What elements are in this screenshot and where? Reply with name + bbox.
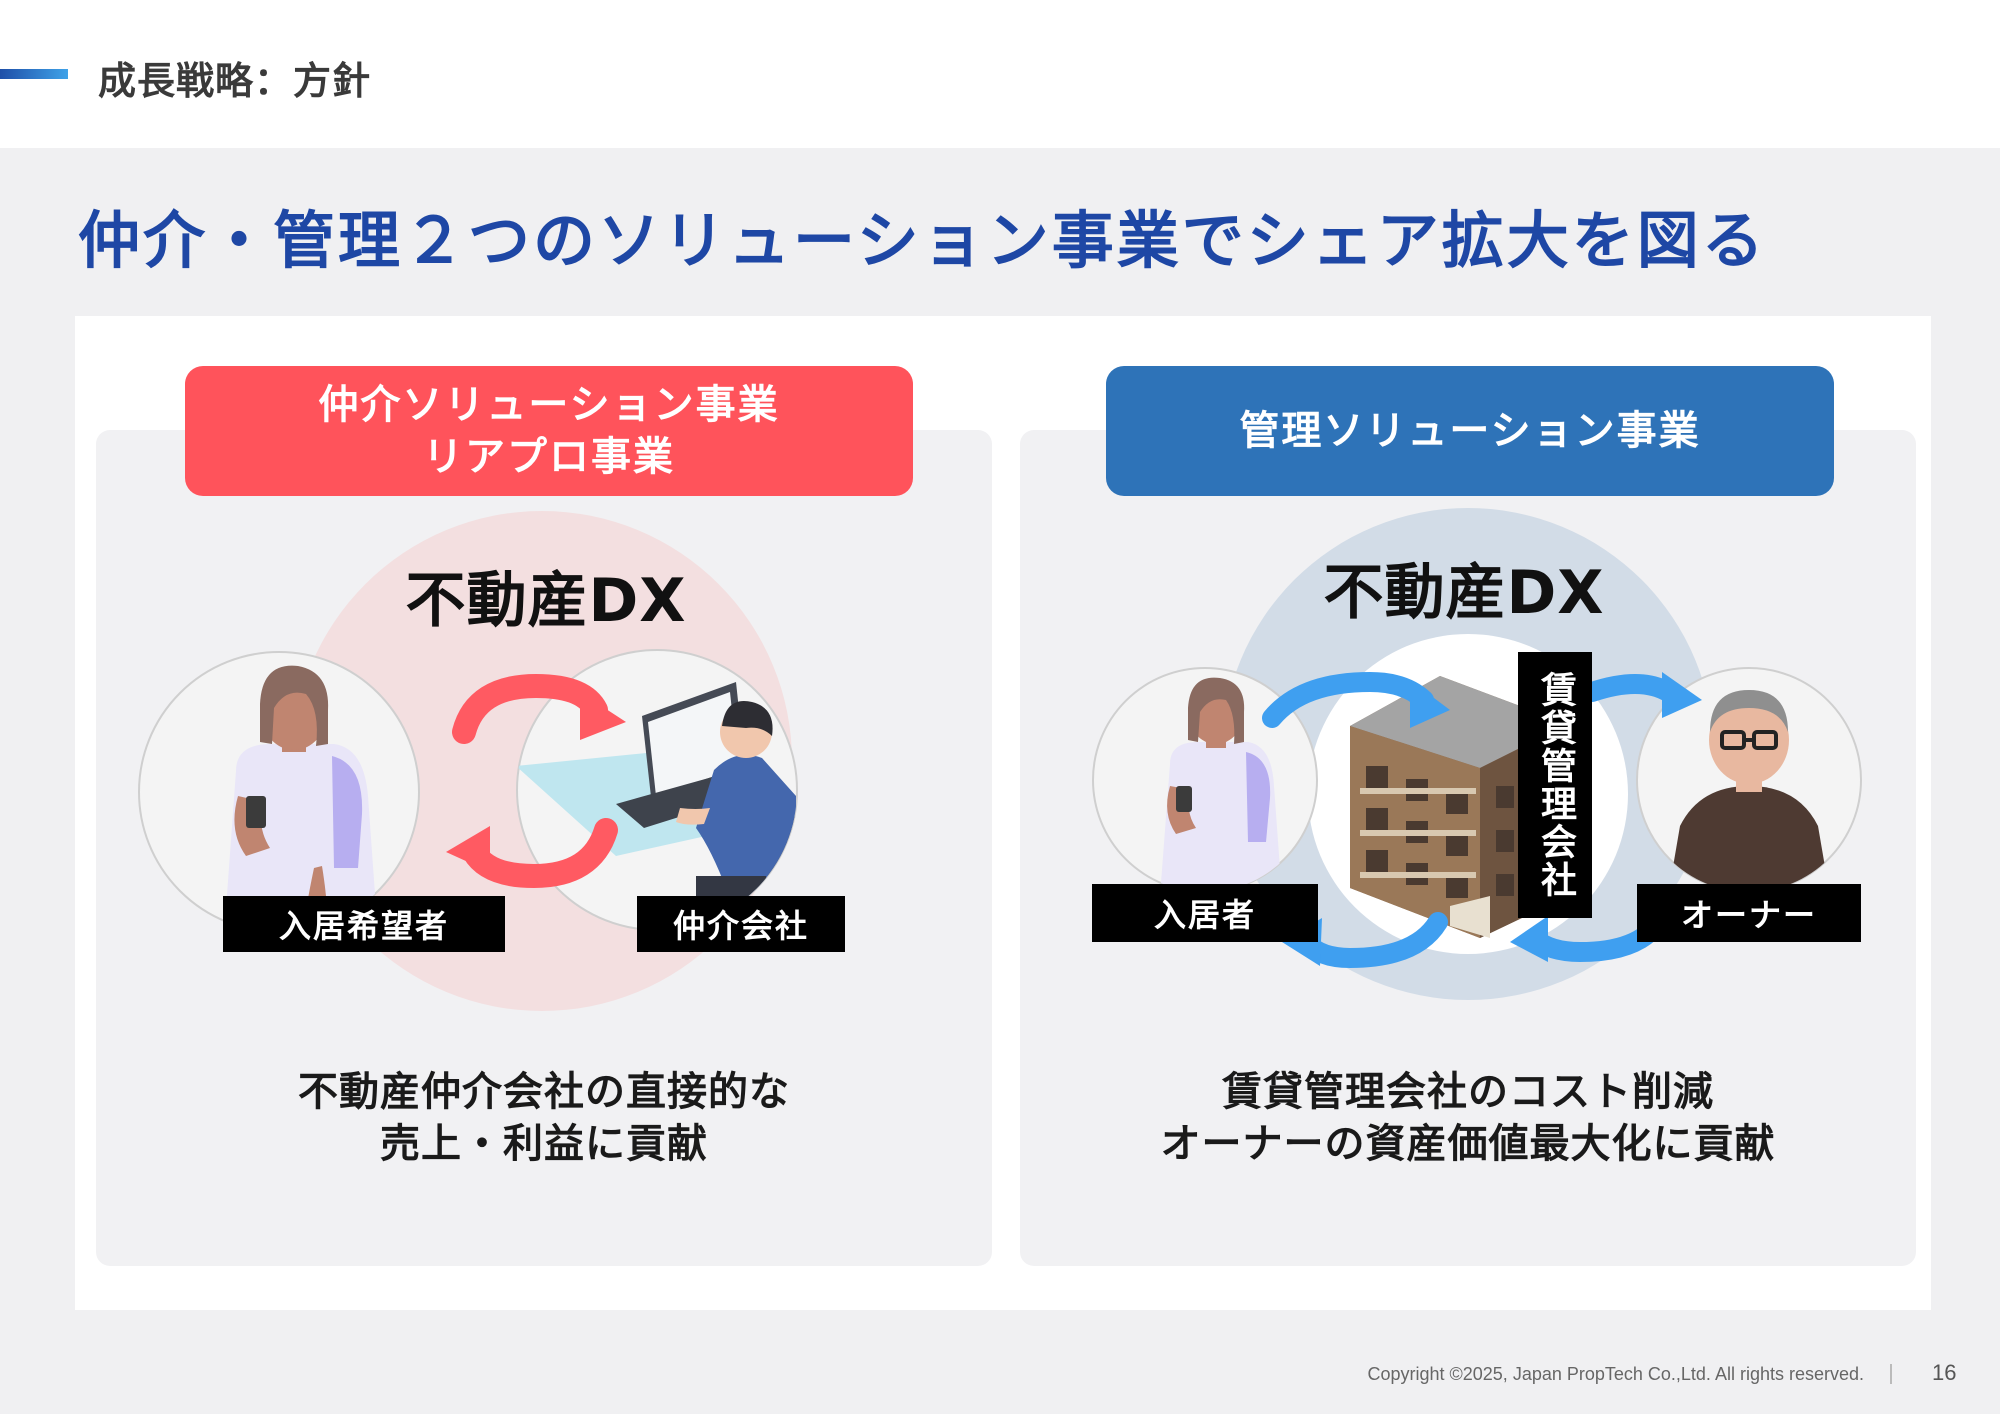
person-at-laptop-icon <box>517 682 797 930</box>
arrow-tenant-to-building <box>1262 671 1434 728</box>
management-dx-diagram: 不動産DX 入居者 オーナー 賃貸管理会社 <box>1020 496 1916 1016</box>
arrow-head-1 <box>1410 680 1450 728</box>
header-accent-stripe <box>0 69 68 79</box>
management-pill-line1: 管理ソリューション事業 <box>1239 408 1701 454</box>
arrow-head-3 <box>1510 916 1548 962</box>
arrow-head-right <box>580 692 626 740</box>
rental-management-company-label: 賃貸管理会社 <box>1518 652 1592 918</box>
arrow-company-to-owner <box>1582 674 1678 702</box>
management-caption-line2: オーナーの資産価値最大化に貢献 <box>1160 1121 1776 1167</box>
page-headline: 仲介・管理２つのソリューション事業でシェア拡大を図る <box>78 204 1767 277</box>
elderly-owner-icon <box>1668 690 1830 892</box>
brokerage-caption: 不動産仲介会社の直接的な 売上・利益に貢献 <box>96 1066 992 1170</box>
brokerage-pill-line1: 仲介ソリューション事業 <box>318 382 780 428</box>
management-caption: 賃貸管理会社のコスト削減 オーナーの資産価値最大化に貢献 <box>1020 1066 1916 1170</box>
apartment-building-icon <box>1350 676 1568 938</box>
tenant-label: 入居者 <box>1092 884 1318 942</box>
arrow-head-left <box>446 826 490 872</box>
footer-separator <box>1890 1364 1892 1384</box>
management-caption-line1: 賃貸管理会社のコスト削減 <box>1222 1069 1714 1115</box>
top-header-bar: 成長戦略：方針 <box>0 0 2000 148</box>
brokerage-solution-pill: 仲介ソリューション事業 リアプロ事業 <box>185 366 913 496</box>
brokerage-caption-line2: 売上・利益に貢献 <box>380 1121 708 1167</box>
page-number: 16 <box>1932 1360 1957 1385</box>
management-dx-title: 不動産DX <box>1323 558 1605 628</box>
tenant-woman-icon <box>1160 677 1282 892</box>
copyright-notice: Copyright ©2025, Japan PropTech Co.,Ltd.… <box>1367 1364 1864 1384</box>
arrow-head-2 <box>1662 672 1702 718</box>
management-solution-pill: 管理ソリューション事業 <box>1106 366 1834 496</box>
brokerage-pill-line2: リアプロ事業 <box>423 434 675 480</box>
broker-company-label: 仲介会社 <box>637 896 845 952</box>
section-title: 成長戦略：方針 <box>98 59 372 103</box>
brokerage-dx-title: 不動産DX <box>405 566 687 636</box>
brokerage-dx-diagram: 不動産DX 入居希望者 仲介会社 <box>96 496 992 1016</box>
brokerage-caption-line1: 不動産仲介会社の直接的な <box>298 1069 790 1115</box>
owner-label: オーナー <box>1637 884 1861 942</box>
tenant-applicant-label: 入居希望者 <box>223 896 505 952</box>
